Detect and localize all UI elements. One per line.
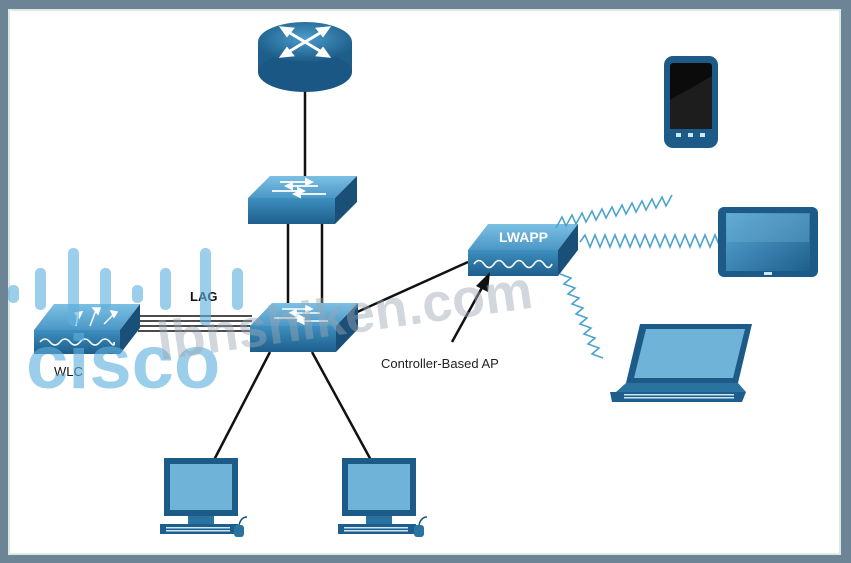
laptop-icon (610, 324, 752, 402)
lwapp-label: LWAPP (499, 229, 548, 245)
wireless-link-tablet (579, 232, 726, 250)
wired-links (212, 90, 469, 463)
controller-ap-arrow (450, 272, 490, 343)
lag-bundle (138, 315, 252, 332)
pc-1-icon (160, 458, 248, 537)
cisco-logo-watermark: cisco (8, 248, 243, 405)
wireless-links (555, 194, 726, 359)
core-switch-icon (248, 176, 357, 224)
access-to-ap-link (354, 260, 469, 315)
wireless-link-phone (555, 194, 673, 229)
controller-ap-label: Controller-Based AP (381, 356, 499, 371)
wlc-label: WLC (54, 364, 83, 379)
pc-2-icon (338, 458, 428, 537)
router-icon (258, 22, 352, 92)
lwapp-access-point-icon (468, 224, 578, 276)
access-to-pc1-link (212, 351, 272, 461)
access-switch-icon (250, 303, 358, 352)
wlc-icon (34, 304, 140, 354)
access-to-pc2-link (310, 351, 374, 463)
tablet-icon (718, 207, 818, 277)
cisco-logo-text: cisco (26, 320, 220, 405)
wireless-link-laptop (559, 273, 604, 359)
cisco-bars-icon (8, 248, 243, 326)
smartphone-icon (664, 56, 718, 148)
